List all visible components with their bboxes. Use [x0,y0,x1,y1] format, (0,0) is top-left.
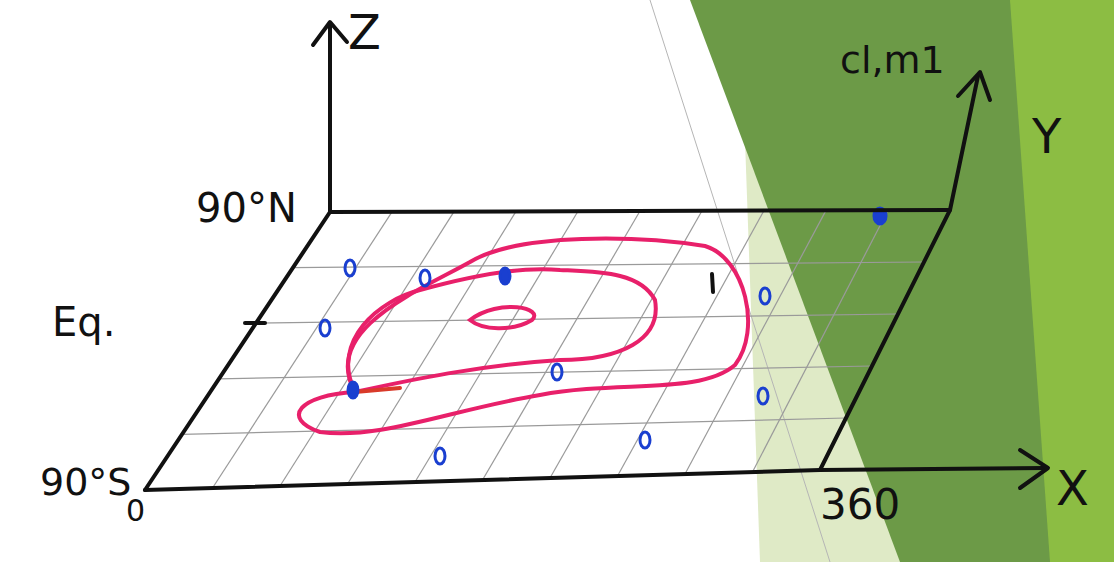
axis-label: Z [348,6,381,59]
axis-label: X [1056,462,1089,515]
axis-label: cl,m1 [840,40,945,82]
axis-label: 90°S [40,462,131,504]
axis-label: Eq. [52,300,115,344]
theme-background [650,0,1114,562]
station-dots [320,208,886,464]
grid-lines [182,210,924,488]
axis-label: 90°N [196,186,297,230]
axis-label: 360 [820,482,900,528]
axis-label: 0 [126,494,145,527]
mark [712,274,713,292]
axis-label: Y [1032,110,1061,163]
contour-lines [299,239,748,434]
axes-and-plane [145,22,1048,490]
